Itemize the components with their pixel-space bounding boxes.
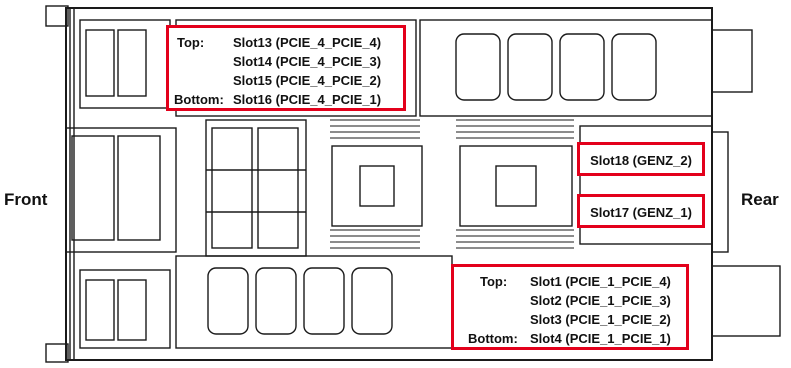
slot-13-label: Slot13 (PCIE_4_PCIE_4) bbox=[233, 35, 382, 50]
front-label: Front bbox=[4, 190, 48, 209]
callout-slot-18: Slot18 (GENZ_2) bbox=[577, 142, 705, 176]
front-bay-bottom bbox=[79, 269, 171, 349]
slot-18-label: Slot18 (GENZ_2) bbox=[590, 153, 692, 168]
slot-14-label: Slot14 (PCIE_4_PCIE_3) bbox=[233, 54, 382, 69]
slot-16-label: Slot16 (PCIE_4_PCIE_1) bbox=[233, 92, 382, 107]
cpu-socket-2 bbox=[459, 145, 573, 227]
rear-label: Rear bbox=[741, 190, 779, 209]
slot-17-label: Slot17 (GENZ_1) bbox=[590, 205, 692, 220]
callout-slots-13-16: Top: Slot13 (PCIE_4_PCIE_4) Slot14 (PCIE… bbox=[166, 25, 406, 111]
fan-block bbox=[205, 119, 307, 257]
tier-bottom-label: Bottom: bbox=[174, 92, 224, 107]
tier-top-label: Top: bbox=[480, 274, 508, 289]
callout-slot-17: Slot17 (GENZ_1) bbox=[577, 194, 705, 228]
slot-15-label: Slot15 (PCIE_4_PCIE_2) bbox=[233, 73, 382, 88]
slot-4-label: Slot4 (PCIE_1_PCIE_1) bbox=[530, 331, 671, 346]
slot-3-label: Slot3 (PCIE_1_PCIE_2) bbox=[530, 312, 671, 327]
slot-2-label: Slot2 (PCIE_1_PCIE_3) bbox=[530, 293, 671, 308]
front-bay-top bbox=[79, 19, 171, 109]
cpu-socket-1 bbox=[331, 145, 423, 227]
tier-top-label: Top: bbox=[177, 35, 205, 50]
callout-slots-1-4: Top: Slot1 (PCIE_1_PCIE_4) Slot2 (PCIE_1… bbox=[451, 264, 689, 350]
front-bay-middle bbox=[65, 127, 177, 253]
tier-bottom-label: Bottom: bbox=[468, 331, 518, 346]
slot-1-label: Slot1 (PCIE_1_PCIE_4) bbox=[530, 274, 671, 289]
